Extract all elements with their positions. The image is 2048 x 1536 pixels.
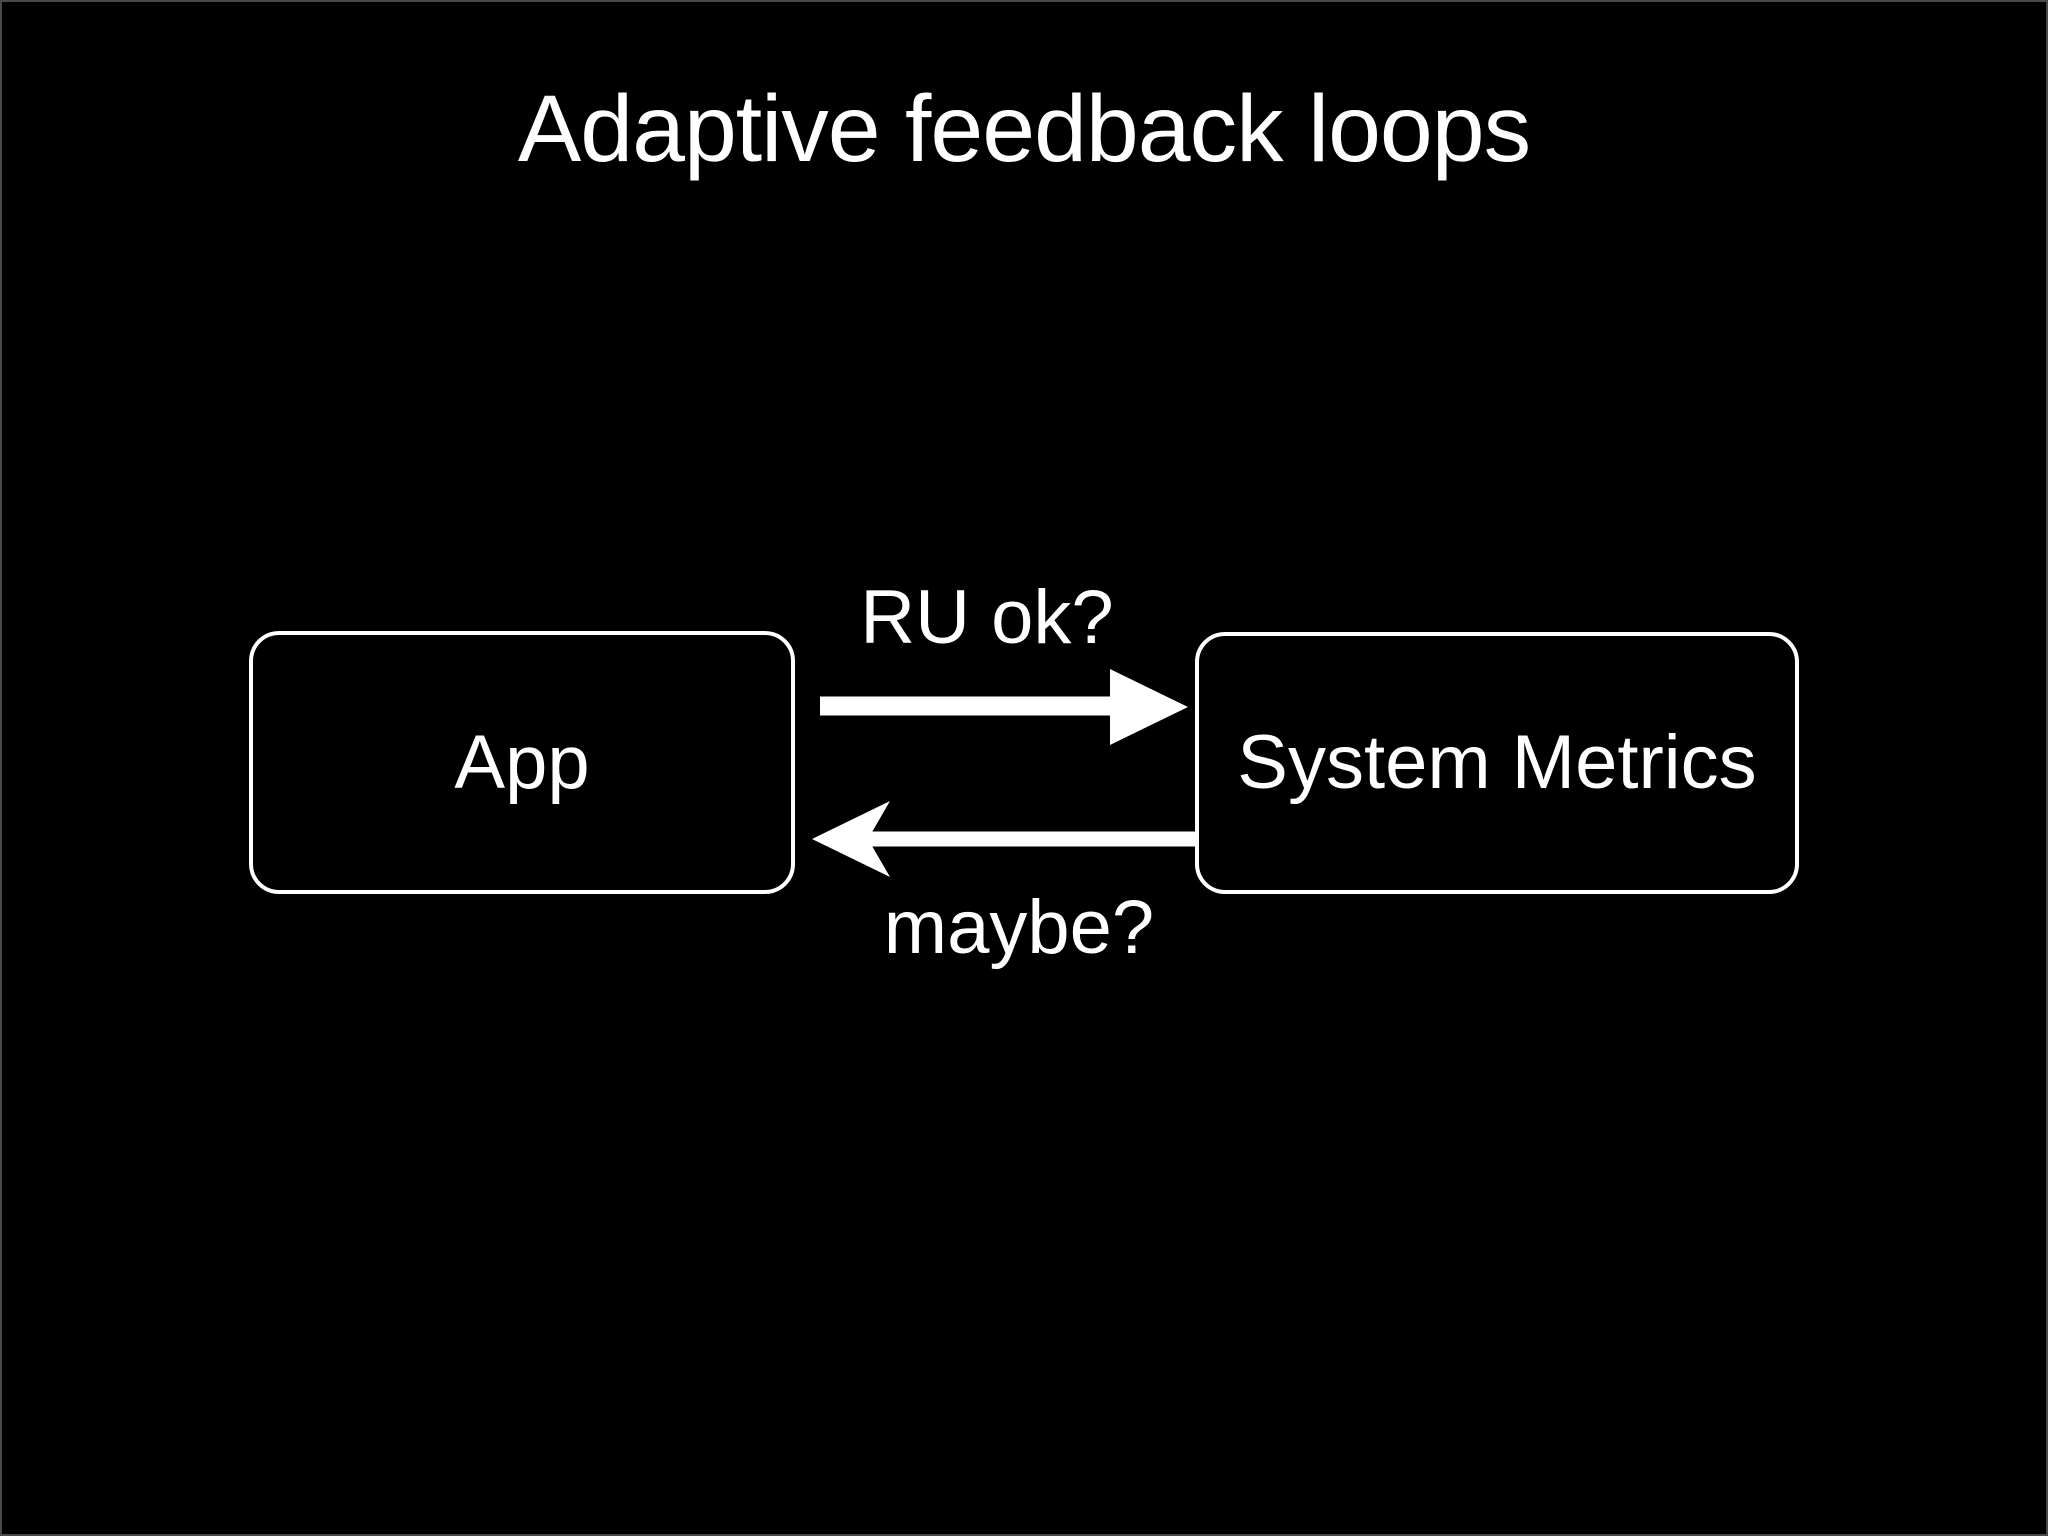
return-arrow-icon [812,801,1195,877]
forward-arrow-label: RU ok? [860,575,1114,660]
forward-arrow-icon [820,669,1188,745]
node-app-label: App [454,719,590,805]
node-system-metrics: System Metrics [1195,632,1799,894]
slide-title: Adaptive feedback loops [517,76,1531,182]
node-app: App [249,631,795,894]
node-system-metrics-label: System Metrics [1237,720,1757,805]
return-arrow-label: maybe? [883,885,1155,970]
